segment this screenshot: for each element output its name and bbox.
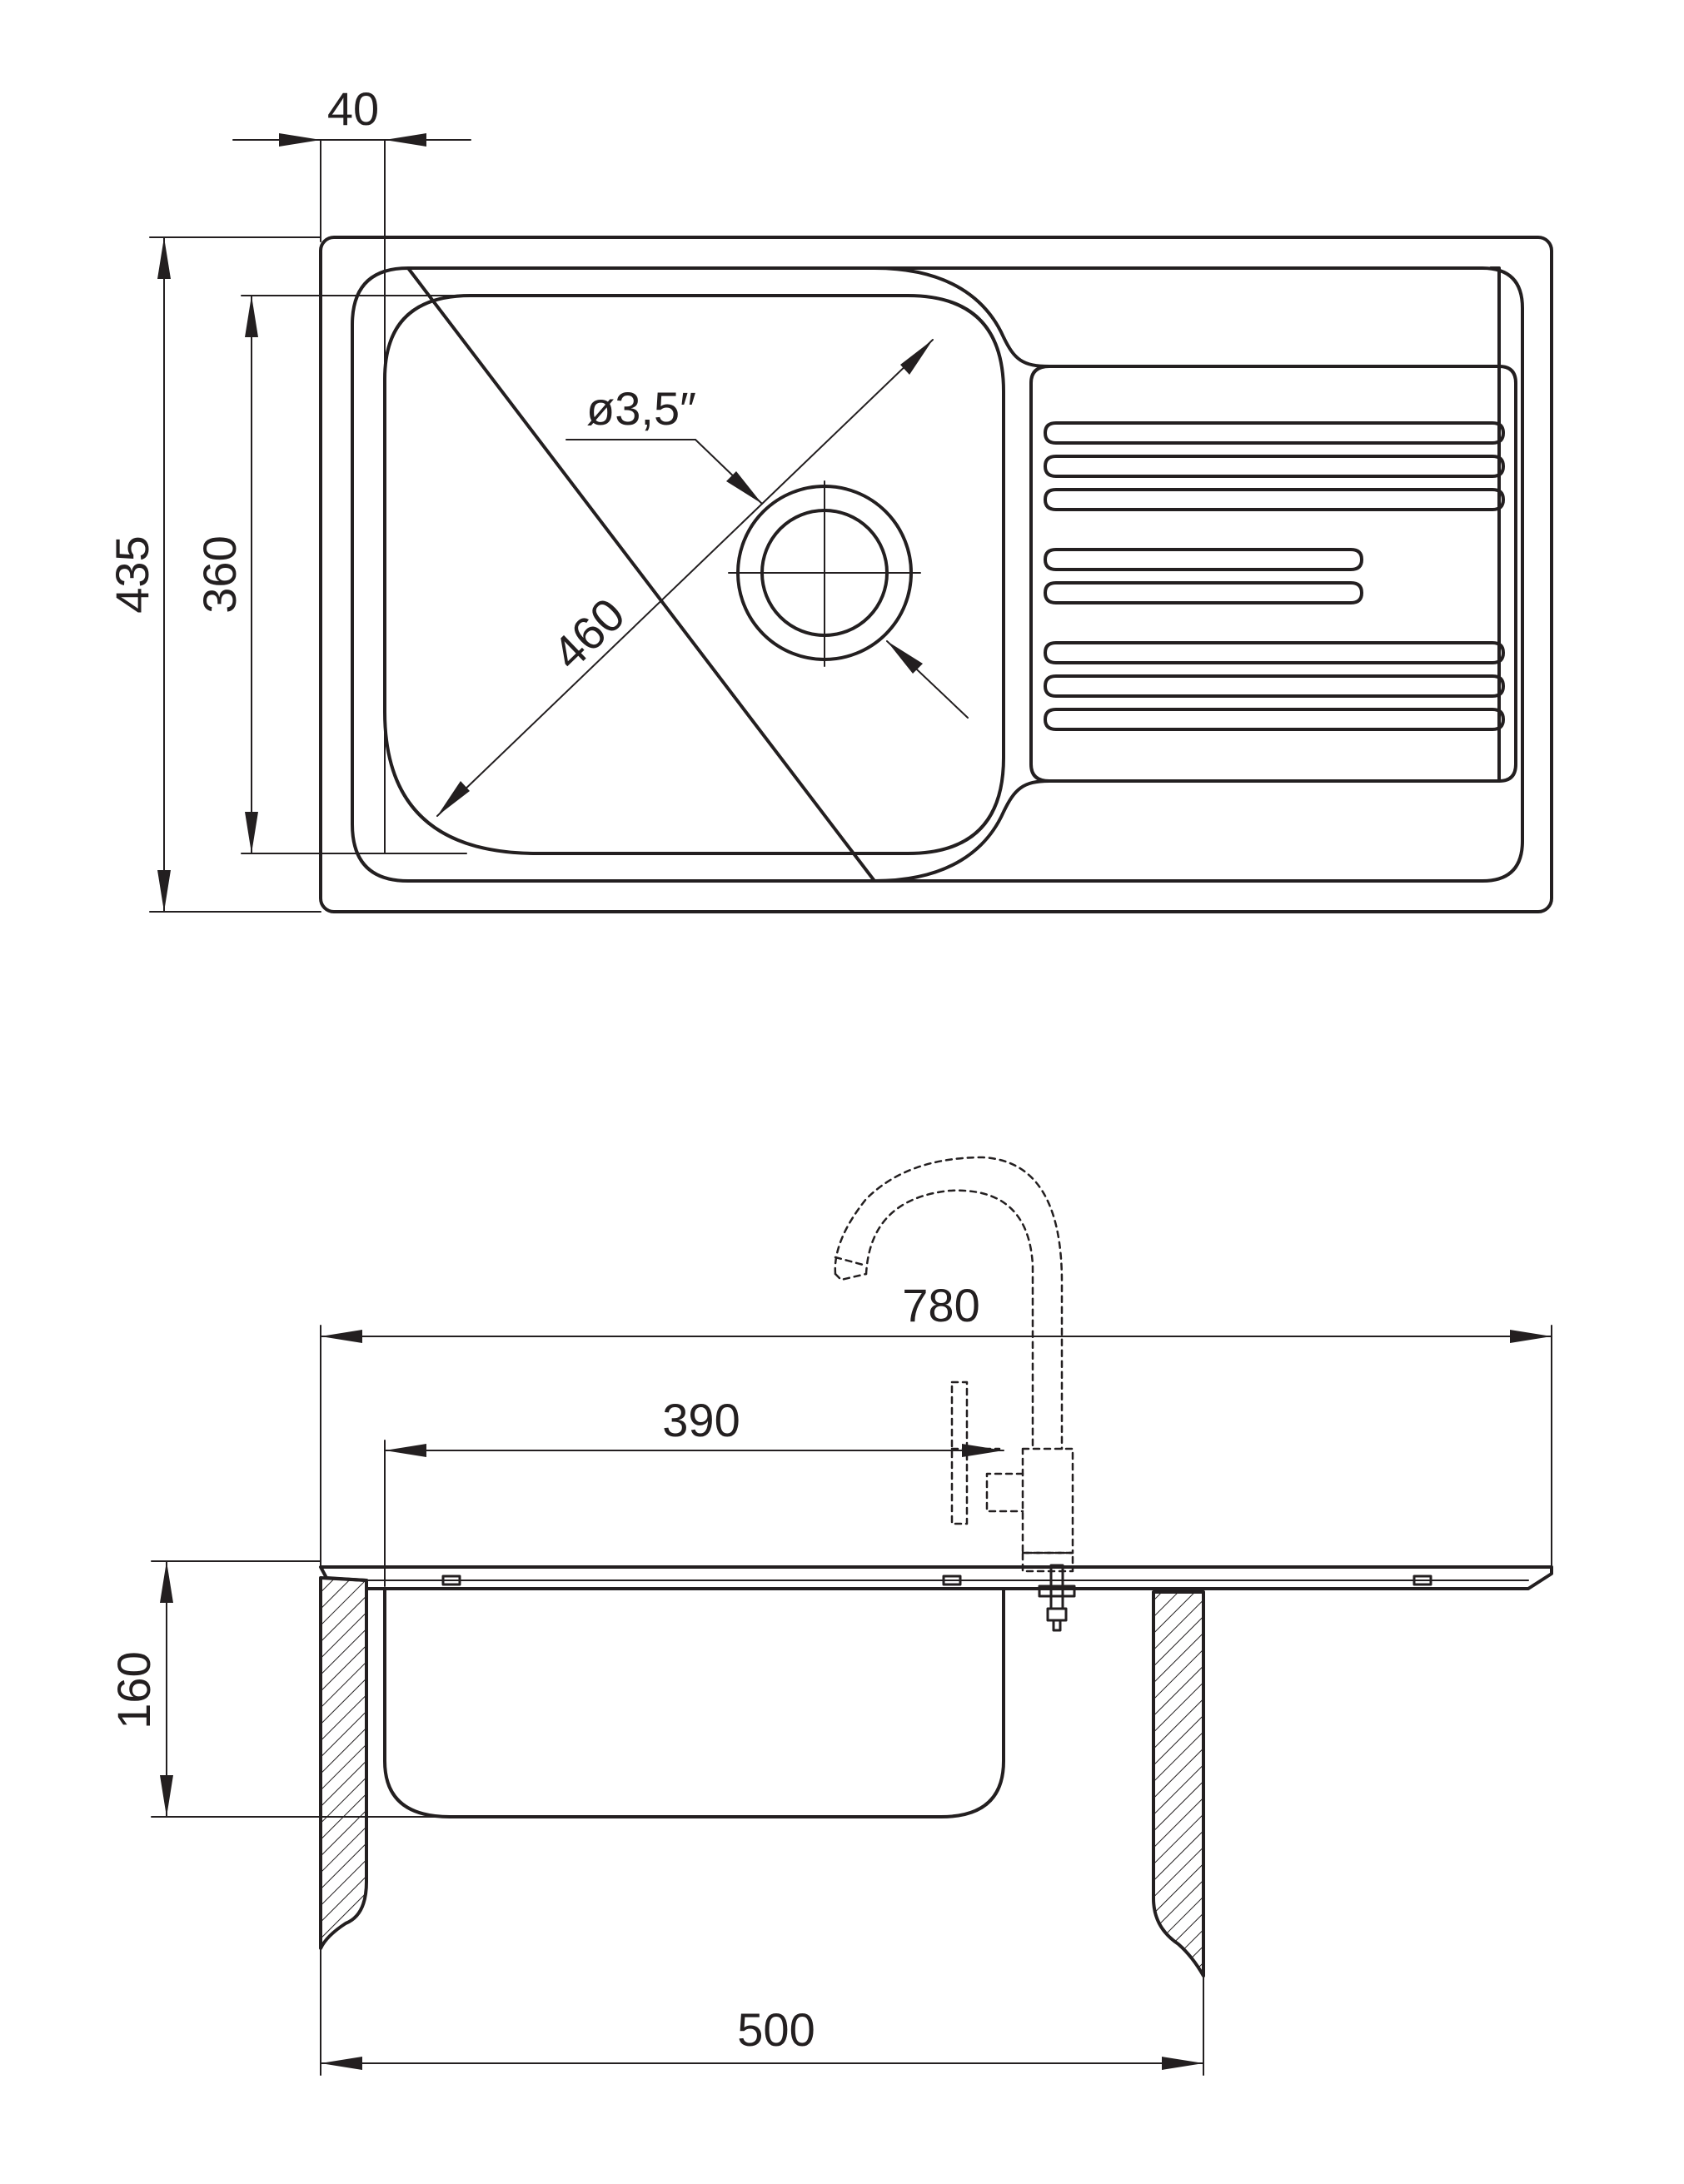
dim-cabinet-width-label: 500 (737, 2003, 815, 2056)
rim-slot (441, 1575, 461, 1586)
dim-bowl-height-label: 160 (107, 1651, 160, 1729)
dim-rim-width-label: 40 (327, 82, 379, 135)
cabinet-wall-left (319, 1576, 368, 1950)
dim-rim-width: 40 (232, 82, 471, 854)
dim-bowl-depth-label: 360 (193, 535, 246, 613)
top-view: 40 435 360 460 (106, 82, 1553, 913)
sink-inner-contour (351, 266, 1524, 883)
dim-bowl-depth: 360 (193, 295, 471, 854)
dim-drain-diameter-label: ø3,5″ (586, 382, 696, 435)
dim-bowl-height: 160 (107, 1560, 451, 1818)
side-view: 780 390 160 500 (107, 1156, 1553, 2076)
dim-bowl-length-label: 390 (662, 1394, 740, 1446)
sink-outer-rim (319, 236, 1553, 913)
drainer-ribs (1044, 421, 1505, 731)
dim-overall-depth: 435 (106, 236, 321, 913)
sink-rim-profile (319, 1565, 1553, 1590)
faucet (834, 1156, 1074, 1573)
rim-slot (1412, 1575, 1432, 1586)
dim-bowl-length: 390 (384, 1394, 1004, 1587)
drainer-panel (1029, 365, 1517, 783)
dim-cabinet-width: 500 (320, 1948, 1204, 2076)
rim-slot (942, 1575, 962, 1586)
dim-overall-length-label: 780 (902, 1279, 979, 1331)
dim-drain-diameter: ø3,5″ (565, 382, 969, 719)
bowl-profile (383, 1587, 1005, 1818)
dim-overall-depth-label: 435 (106, 535, 158, 613)
dim-bowl-diagonal-label: 460 (542, 588, 635, 679)
cabinet-wall-right (1152, 1590, 1205, 1978)
sink-bowl (383, 294, 1005, 855)
dim-overall-length: 780 (320, 1279, 1552, 1566)
faucet-mount-bolt (1038, 1564, 1076, 1632)
